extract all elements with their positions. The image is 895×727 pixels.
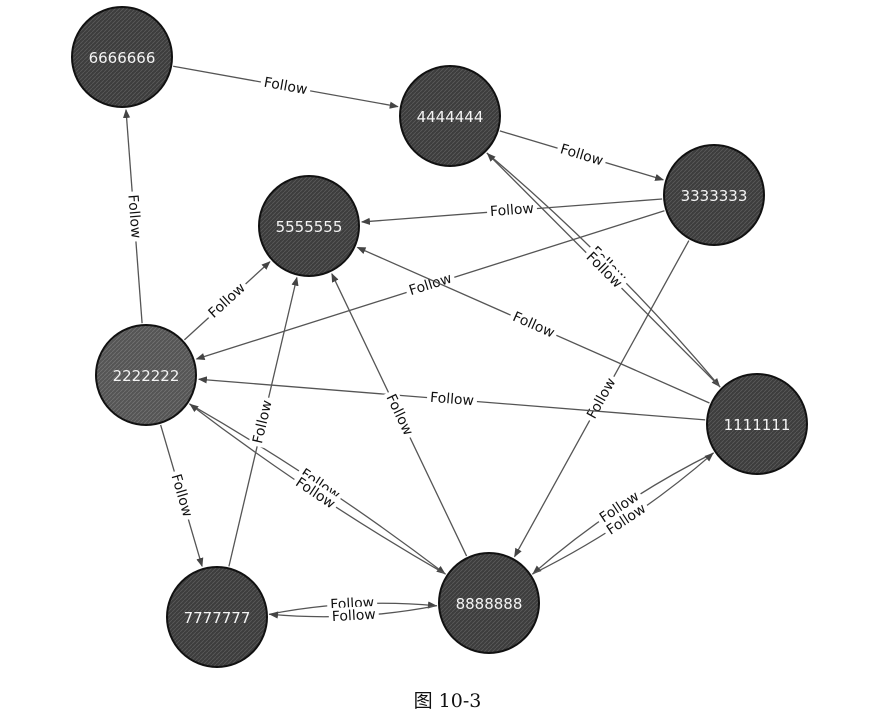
node-5555555: 5555555 [258, 175, 360, 277]
node-label: 6666666 [89, 49, 156, 67]
edge-label: Follow [407, 271, 454, 300]
node-label: 8888888 [456, 595, 523, 613]
node-circle [71, 6, 173, 108]
node-circle [399, 65, 501, 167]
node-label: 2222222 [113, 367, 180, 385]
node-label: 5555555 [276, 218, 343, 236]
node-8888888: 8888888 [438, 552, 540, 654]
edge-follow: Follow [499, 130, 665, 181]
edge-label: Follow [331, 607, 376, 625]
node-circle [706, 373, 808, 475]
edge-label-bg [259, 73, 312, 100]
edge-follow: Follow [228, 276, 299, 567]
edge-label: Follow [168, 472, 196, 519]
edge-label-bg [248, 395, 278, 449]
edge-label-bg [600, 498, 653, 541]
edge-follow: Follow [269, 605, 438, 627]
edge-follow: Follow [183, 261, 271, 341]
node-circle [166, 566, 268, 668]
edge-label-bg [554, 139, 609, 172]
edge-follow: Follow [531, 452, 714, 575]
edge-label: Follow [558, 141, 605, 169]
edge-follow: Follow [197, 376, 706, 421]
node-circle [95, 324, 197, 426]
node-circle [258, 175, 360, 277]
edge-label-bg [289, 472, 341, 515]
node-6666666: 6666666 [71, 6, 173, 108]
edge-label: Follow [429, 390, 474, 409]
edge-label: Follow [383, 392, 416, 439]
edge-label-bg [426, 388, 478, 411]
edge-label: Follow [124, 194, 143, 239]
edge-label: Follow [584, 375, 619, 421]
edge-label: Follow [206, 280, 249, 321]
edge-label: Follow [489, 201, 534, 220]
edge-follow: Follow [123, 108, 145, 324]
edge-follow: Follow [356, 246, 710, 404]
edge-label-bg [581, 372, 622, 425]
edge-follow: Follow [189, 403, 447, 575]
edge-label-bg [486, 199, 538, 222]
node-label: 4444444 [417, 108, 484, 126]
node-label: 7777777 [184, 609, 251, 627]
edge-follow: Follow [160, 424, 204, 568]
node-circle [438, 552, 540, 654]
edge-follow: Follow [331, 273, 468, 557]
edge-label-bg [328, 605, 380, 627]
node-circle [663, 144, 765, 246]
edge-label-bg [165, 468, 198, 523]
node-4444444: 4444444 [399, 65, 501, 167]
nodes-layer: 1111111 2222222 3333333 4444444 5555555 66666… [71, 6, 808, 668]
node-label: 1111111 [724, 416, 791, 434]
edge-follow: Follow [360, 198, 663, 225]
node-2222222: 2222222 [95, 324, 197, 426]
edge-label-bg [123, 190, 145, 243]
edge-label-bg [403, 268, 458, 301]
figure-caption: 图 10-3 [413, 690, 482, 712]
edge-label-bg [579, 246, 628, 295]
edge-label-bg [593, 486, 646, 529]
node-label: 3333333 [681, 187, 748, 205]
edge-follow: Follow [173, 65, 399, 109]
node-7777777: 7777777 [166, 566, 268, 668]
edge-label: Follow [510, 309, 557, 341]
edge-label-bg [380, 388, 419, 442]
edge-label-bg [202, 277, 252, 325]
follow-graph-diagram: FollowFollowFollowFollowFollowFollowFoll… [71, 6, 808, 668]
edge-label-bg [506, 306, 560, 344]
edge-label: Follow [262, 75, 308, 99]
node-3333333: 3333333 [663, 144, 765, 246]
node-1111111: 1111111 [706, 373, 808, 475]
